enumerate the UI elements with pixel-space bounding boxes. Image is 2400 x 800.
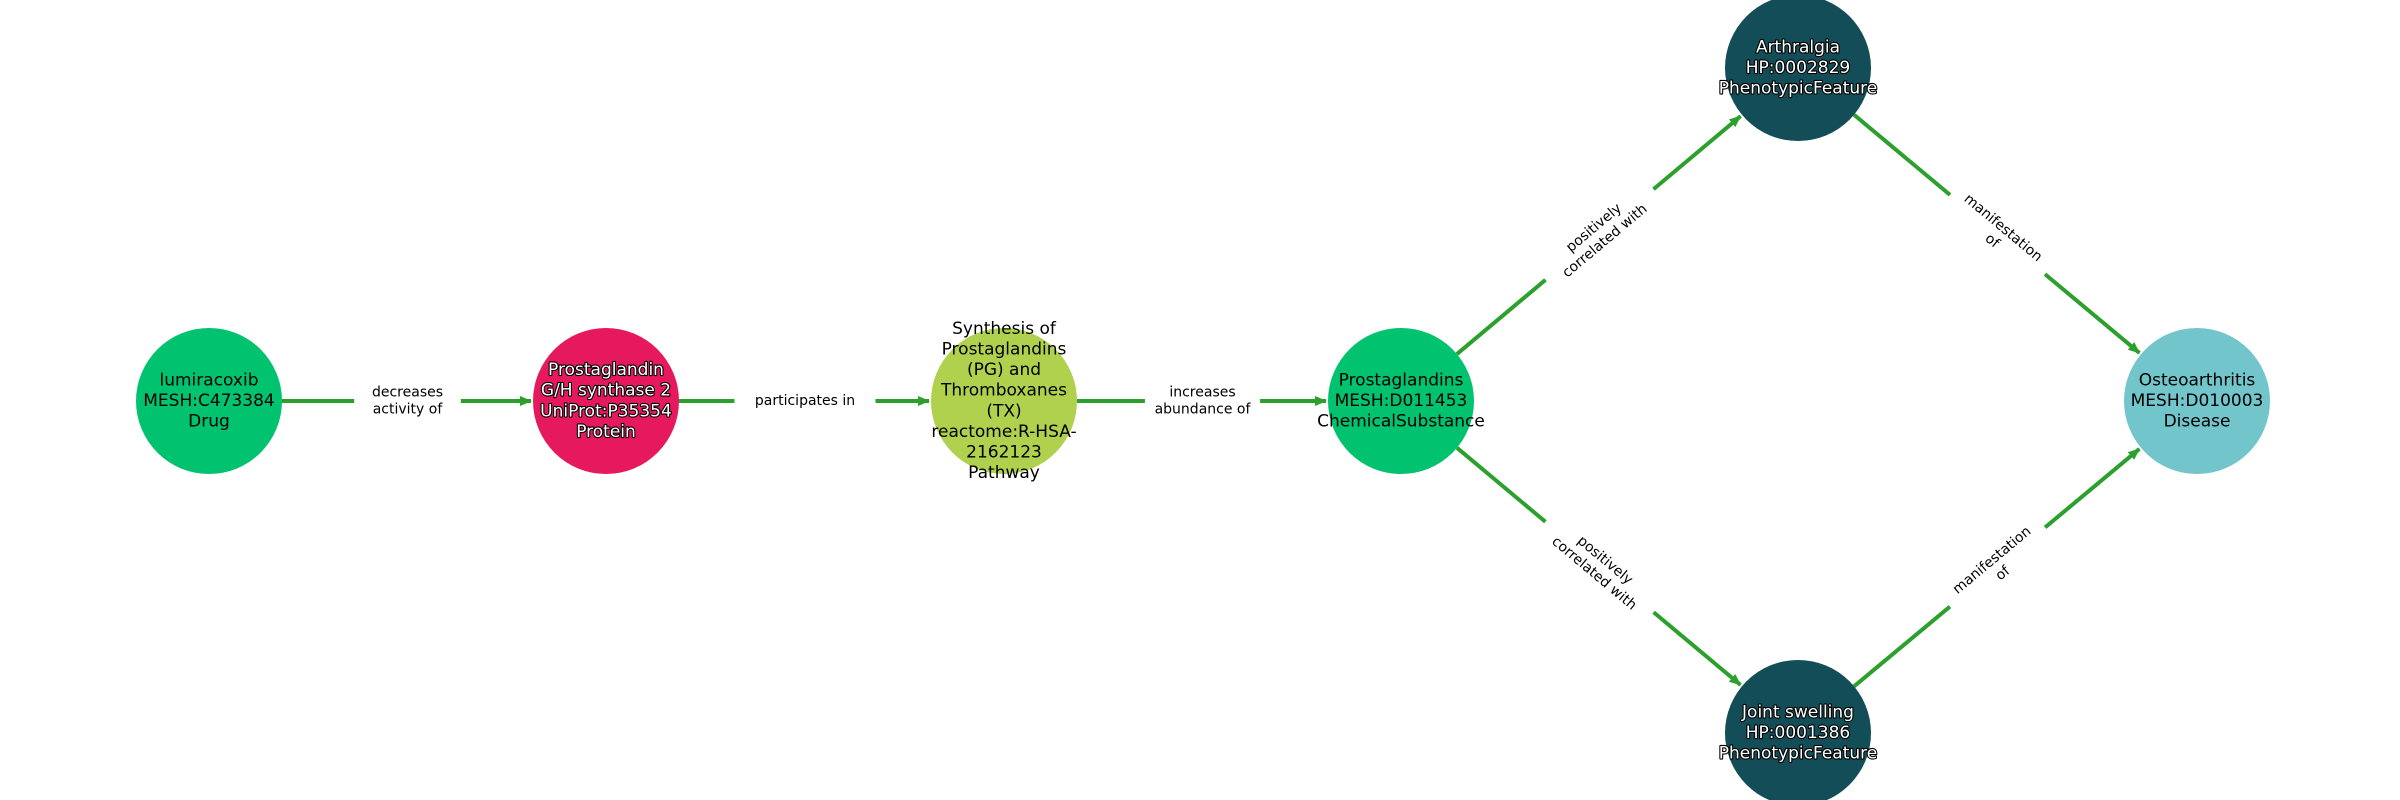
- node-label-line: PhenotypicFeature: [1719, 744, 1878, 764]
- node-label-line: Synthesis of: [952, 319, 1057, 339]
- node-label-line: UniProt:P35354: [540, 401, 672, 421]
- node-circle[interactable]: [136, 328, 282, 474]
- node-label-line: Pathway: [968, 463, 1040, 483]
- edge-label-background: [734, 389, 876, 413]
- edge-label-background: [354, 381, 461, 421]
- node-label-line: ChemicalSubstance: [1317, 412, 1485, 432]
- node-label-line: MESH:C473384: [143, 391, 274, 411]
- edge-label-line: activity of: [373, 402, 444, 418]
- node-circle[interactable]: [1725, 660, 1871, 800]
- node-circle[interactable]: [1328, 328, 1474, 474]
- edge-label: positivelycorrelated with: [1532, 506, 1667, 628]
- node-label-line: 2162123: [966, 443, 1042, 463]
- edge-label-background: [1532, 173, 1667, 296]
- node-label-line: HP:0001386: [1746, 723, 1850, 743]
- node-circle[interactable]: [1725, 0, 1871, 141]
- edge-label-line: abundance of: [1155, 402, 1252, 418]
- node-label-line: lumiracoxib: [160, 370, 259, 390]
- node-label-line: Arthralgia: [1756, 37, 1840, 57]
- node-label-line: PhenotypicFeature: [1719, 79, 1878, 99]
- node-label-line: Drug: [188, 412, 230, 432]
- edge-label-background: [1937, 179, 2058, 290]
- edge-label: manifestationof: [1937, 179, 2058, 290]
- edge-label-text: participates in: [755, 393, 855, 409]
- edge-n4-n6: positivelycorrelated with: [1455, 446, 1742, 687]
- edge-label-line: increases: [1169, 385, 1235, 401]
- node-label-line: Disease: [2164, 412, 2231, 432]
- node-label-line: Prostaglandins: [1339, 370, 1464, 390]
- edge-label: manifestationof: [1937, 512, 2058, 622]
- node-label-line: HP:0002829: [1746, 58, 1850, 78]
- node-label-line: reactome:R-HSA-: [931, 422, 1076, 442]
- node-circle[interactable]: [2124, 328, 2270, 474]
- node-label-line: MESH:D010003: [2131, 391, 2264, 411]
- node-label-line: Osteoarthritis: [2139, 370, 2256, 390]
- edge-label-line: participates in: [755, 393, 855, 409]
- edge-label: participates in: [734, 389, 876, 413]
- edge-n5-n7: manifestationof: [1852, 113, 2141, 355]
- node-label-line: Prostaglandins: [942, 340, 1067, 360]
- node-label-line: Protein: [576, 422, 636, 442]
- node-label-line: MESH:D011453: [1335, 391, 1468, 411]
- edge-label-background: [1144, 381, 1261, 421]
- edge-label-background: [1937, 512, 2058, 622]
- node-circle[interactable]: [533, 328, 679, 474]
- node-label-line: (TX): [986, 401, 1021, 421]
- node-circle[interactable]: [931, 328, 1077, 474]
- node-label-line: Thromboxanes: [940, 381, 1067, 401]
- edge-n6-n7: manifestationof: [1852, 447, 2141, 688]
- node-label-line: Joint swelling: [1741, 702, 1854, 722]
- edge-label-background: [1532, 506, 1667, 628]
- node-label-line: (PG) and: [967, 360, 1041, 380]
- node-label-line: G/H synthase 2: [541, 381, 671, 401]
- node-label-line: Prostaglandin: [548, 360, 664, 380]
- edge-n2-n3: participates in: [679, 389, 930, 413]
- edge-n4-n5: positivelycorrelated with: [1455, 114, 1742, 356]
- edge-label: positivelycorrelated with: [1532, 173, 1667, 296]
- edge-label-line: decreases: [372, 385, 443, 401]
